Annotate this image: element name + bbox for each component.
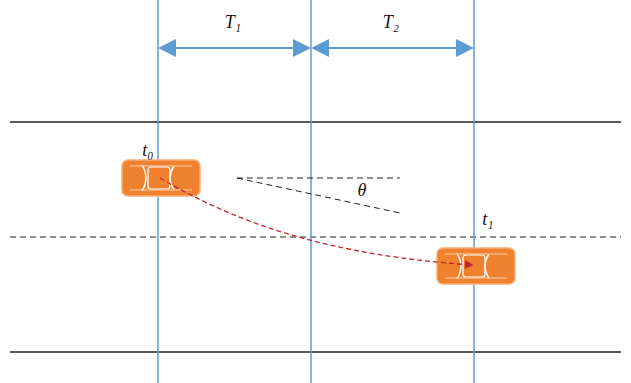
road-edge xyxy=(10,351,621,352)
interval-label: T₂ xyxy=(383,13,399,31)
car xyxy=(437,248,515,284)
angle-line xyxy=(237,178,400,213)
lane-divider xyxy=(10,237,621,238)
time-label: t₁ xyxy=(482,210,493,228)
time-label: t₀ xyxy=(142,141,153,159)
interval-arrow xyxy=(313,47,472,49)
trajectory xyxy=(160,178,472,265)
time-line xyxy=(473,0,475,383)
time-line xyxy=(310,0,312,383)
interval-arrow xyxy=(160,47,309,49)
interval-label: T₁ xyxy=(225,13,241,31)
angle-label: θ xyxy=(358,181,367,199)
angle-line xyxy=(237,178,400,179)
road-edge xyxy=(10,121,621,122)
